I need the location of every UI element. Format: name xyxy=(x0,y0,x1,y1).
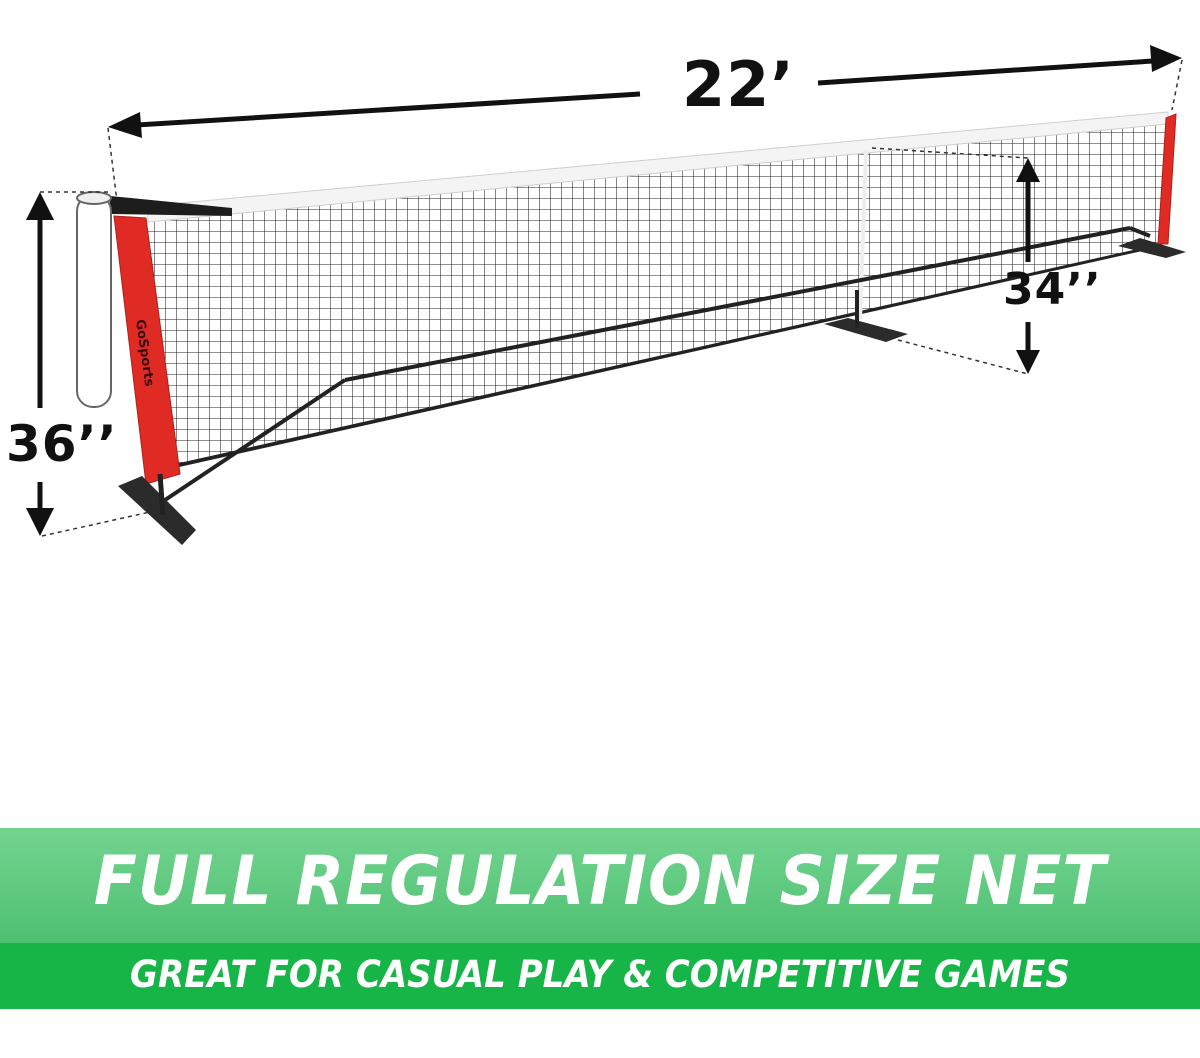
promo-banner: FULL REGULATION SIZE NET GREAT FOR CASUA… xyxy=(0,828,1200,1009)
left-top-post xyxy=(110,196,232,216)
width-dimension-label: 22’ xyxy=(682,48,795,121)
center-pole xyxy=(858,149,868,321)
banner-headline: FULL REGULATION SIZE NET xyxy=(93,842,1107,921)
left-height-dimension-label: 36’’ xyxy=(6,415,118,473)
right-height-arrow xyxy=(871,147,1040,375)
left-base xyxy=(118,473,196,545)
right-base xyxy=(1118,238,1186,258)
net-frame xyxy=(163,226,1151,502)
product-illustration: GoSports xyxy=(6,45,1186,545)
banner-subline-strip: GREAT FOR CASUAL PLAY & COMPETITIVE GAME… xyxy=(0,943,1200,1009)
banner-headline-strip: FULL REGULATION SIZE NET xyxy=(0,828,1200,943)
right-side-panel xyxy=(1157,113,1177,245)
left-side-panel xyxy=(113,215,181,485)
width-arrow xyxy=(107,45,1183,211)
center-base xyxy=(824,318,908,342)
left-height-arrow xyxy=(26,191,151,537)
carry-bag xyxy=(76,191,112,408)
right-height-dimension-label: 34’’ xyxy=(1003,264,1102,315)
banner-subline: GREAT FOR CASUAL PLAY & COMPETITIVE GAME… xyxy=(130,953,1070,996)
